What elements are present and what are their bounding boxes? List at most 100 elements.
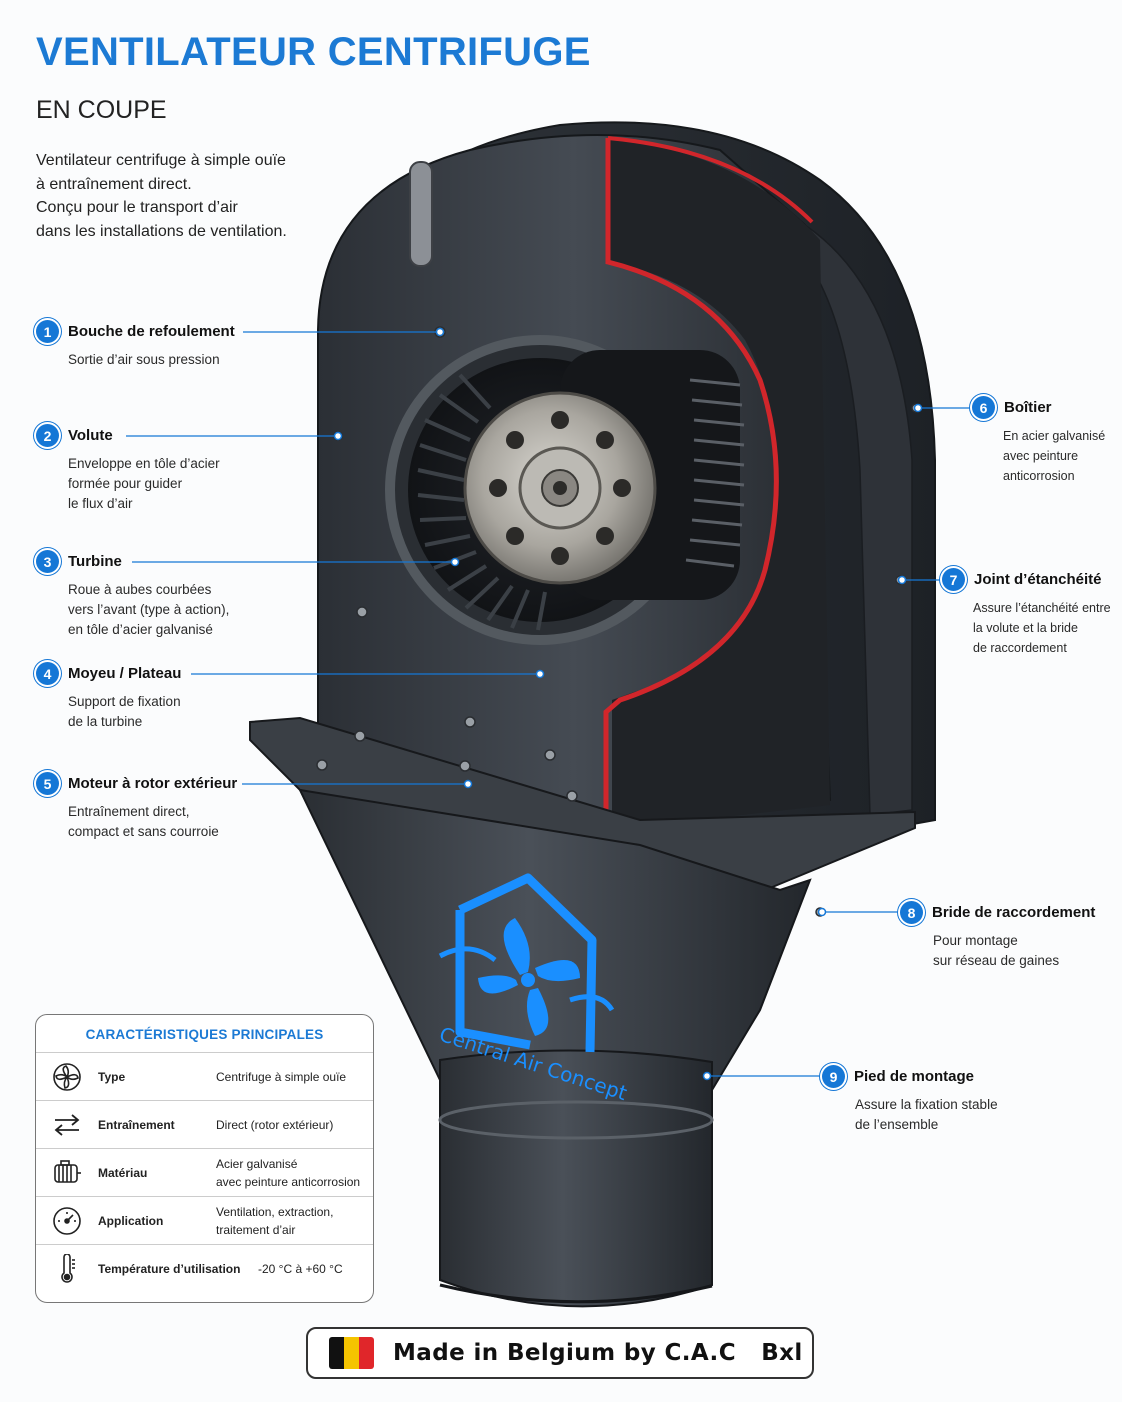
callout-2: 2 Volute Enveloppe en tôle d’acier formée … xyxy=(36,424,220,514)
logo-fan-icon xyxy=(478,918,580,1036)
intro-line: Conçu pour le transport d’air xyxy=(36,199,238,216)
callout-desc: de la turbine xyxy=(68,714,143,729)
spec-label: Application xyxy=(98,1213,164,1228)
callout-desc: la volute et la bride xyxy=(973,621,1078,635)
callout-desc: de l’ensemble xyxy=(855,1117,939,1132)
motor-icon xyxy=(36,1159,98,1186)
callout-number: 4 xyxy=(36,662,59,685)
callout-title: Turbine xyxy=(68,553,122,570)
callout-1: 1 Bouche de refoulement Sortie d’air sous… xyxy=(36,320,235,370)
callout-5: 5 Moteur à rotor extérieur Entraînement d… xyxy=(36,772,237,842)
housing-interior xyxy=(610,140,830,830)
callout-number: 3 xyxy=(36,550,59,573)
seal-line xyxy=(603,138,779,832)
flag-stripe xyxy=(344,1337,359,1369)
made-in-text: Made in Belgium by C.A.C Bxl xyxy=(393,1340,803,1366)
callout-desc: formée pour guider xyxy=(68,476,183,491)
callout-title: Moteur à rotor extérieur xyxy=(68,775,238,792)
spec-value: Centrifuge à simple ouïe xyxy=(216,1068,346,1086)
mounting-spigot xyxy=(439,1049,713,1308)
callout-9: 9 Pied de montage Assure la fixation stab… xyxy=(822,1065,998,1135)
latch xyxy=(409,161,433,267)
callout-7: 7 Joint d’étanchéité Assure l’étanchéité … xyxy=(942,568,1111,658)
spec-label: Matériau xyxy=(98,1165,148,1180)
callout-number: 2 xyxy=(36,424,59,447)
spec-value-line: Ventilation, extraction, xyxy=(216,1204,334,1219)
spec-value: Direct (rotor extérieur) xyxy=(216,1116,333,1134)
callout-title: Bride de raccordement xyxy=(932,904,1096,921)
callout-title: Boîtier xyxy=(1004,399,1052,416)
callout-desc: Assure l’étanchéité entre xyxy=(973,601,1111,615)
thermometer-icon xyxy=(36,1253,98,1284)
callout-desc: vers l’avant (type à action), xyxy=(68,602,230,617)
callout-desc: En acier galvanisé xyxy=(1003,429,1106,443)
callout-number: 8 xyxy=(900,901,923,924)
callout-desc: Sortie d’air sous pression xyxy=(68,352,220,367)
spec-label: Entraînement xyxy=(98,1117,175,1132)
spec-value-line: traitement d’air xyxy=(216,1222,296,1237)
callout-number: 7 xyxy=(942,568,965,591)
callout-desc: Roue à aubes courbées xyxy=(68,582,212,597)
flag-stripe xyxy=(329,1337,344,1369)
callout-3: 3 Turbine Roue à aubes courbées vers l’ava… xyxy=(36,550,229,640)
hub-ribs xyxy=(489,411,631,565)
made-in-badge: Made in Belgium by C.A.C Bxl xyxy=(306,1327,814,1379)
spec-label: Type xyxy=(98,1069,126,1084)
callout-desc: Enveloppe en tôle d’acier xyxy=(68,456,220,471)
spec-value: -20 °C à +60 °C xyxy=(258,1260,343,1278)
intro-text: Ventilateur centrifuge à simple ouïe à e… xyxy=(36,149,287,243)
intro-line: à entraînement direct. xyxy=(36,175,192,193)
intro-line: dans les installations de ventilation. xyxy=(36,222,287,240)
callout-desc: compact et sans courroie xyxy=(68,824,219,839)
page-title: VENTILATEUR CENTRIFUGE xyxy=(36,30,591,74)
callout-title: Joint d’étanchéité xyxy=(974,571,1102,588)
callout-desc: Pour montage xyxy=(933,933,1018,948)
callout-number: 6 xyxy=(972,396,995,419)
page-subtitle: EN COUPE xyxy=(36,96,167,124)
callout-desc: avec peinture xyxy=(1003,449,1079,463)
flag-stripe xyxy=(359,1337,374,1369)
callout-number: 5 xyxy=(36,772,59,795)
spec-value-line: -20 °C à +60 °C xyxy=(258,1261,343,1276)
callout-6: 6 Boîtier En acier galvanisé avec peinture… xyxy=(972,396,1105,486)
spec-value-line: Centrifuge à simple ouïe xyxy=(216,1069,347,1084)
callout-desc: le flux d’air xyxy=(68,496,133,511)
spec-value-line: Direct (rotor extérieur) xyxy=(216,1117,334,1132)
spec-row: Application Ventilation, extraction, trai… xyxy=(36,1196,373,1244)
leader-dots xyxy=(333,327,923,1081)
callout-number: 9 xyxy=(822,1065,845,1088)
specs-panel: CARACTÉRISTIQUES PRINCIPALES Type Centri… xyxy=(35,1014,374,1303)
callout-desc: Assure la fixation stable xyxy=(855,1097,998,1112)
callout-4: 4 Moyeu / Plateau Support de fixation de l… xyxy=(36,662,181,732)
gauge-icon xyxy=(36,1206,98,1236)
spec-row: Entraînement Direct (rotor extérieur) xyxy=(36,1100,373,1148)
callout-desc: Support de fixation xyxy=(68,694,181,709)
specs-title: CARACTÉRISTIQUES PRINCIPALES xyxy=(85,1027,324,1042)
callout-title: Bouche de refoulement xyxy=(68,323,235,340)
leader-lines xyxy=(126,331,970,1077)
spec-row: Type Centrifuge à simple ouïe xyxy=(36,1052,373,1100)
spec-value: Ventilation, extraction, traitement d’air xyxy=(216,1203,333,1239)
callout-desc: de raccordement xyxy=(973,641,1067,655)
callout-title: Pied de montage xyxy=(854,1068,975,1085)
belgium-flag-icon xyxy=(329,1337,374,1369)
connection-flange xyxy=(249,716,916,890)
callout-desc: en tôle d’acier galvanisé xyxy=(68,622,213,637)
spec-value-line: avec peinture anticorrosion xyxy=(216,1174,361,1189)
spec-label: Température d’utilisation xyxy=(98,1261,241,1276)
intro-line: Ventilateur centrifuge à simple ouïe xyxy=(36,152,286,169)
callout-desc: Entraînement direct, xyxy=(68,804,190,819)
callout-number: 1 xyxy=(36,320,59,343)
motor-fins xyxy=(685,378,745,568)
callout-8: 8 Bride de raccordement Pour montage sur r… xyxy=(900,901,1095,971)
callout-title: Volute xyxy=(68,427,113,444)
fan-icon xyxy=(36,1062,98,1092)
arrows-icon xyxy=(36,1112,98,1138)
callout-title: Moyeu / Plateau xyxy=(68,665,182,682)
spec-row: Température d’utilisation -20 °C à +60 °… xyxy=(36,1244,373,1292)
callout-desc: anticorrosion xyxy=(1003,469,1075,483)
callout-desc: sur réseau de gaines xyxy=(933,953,1060,968)
